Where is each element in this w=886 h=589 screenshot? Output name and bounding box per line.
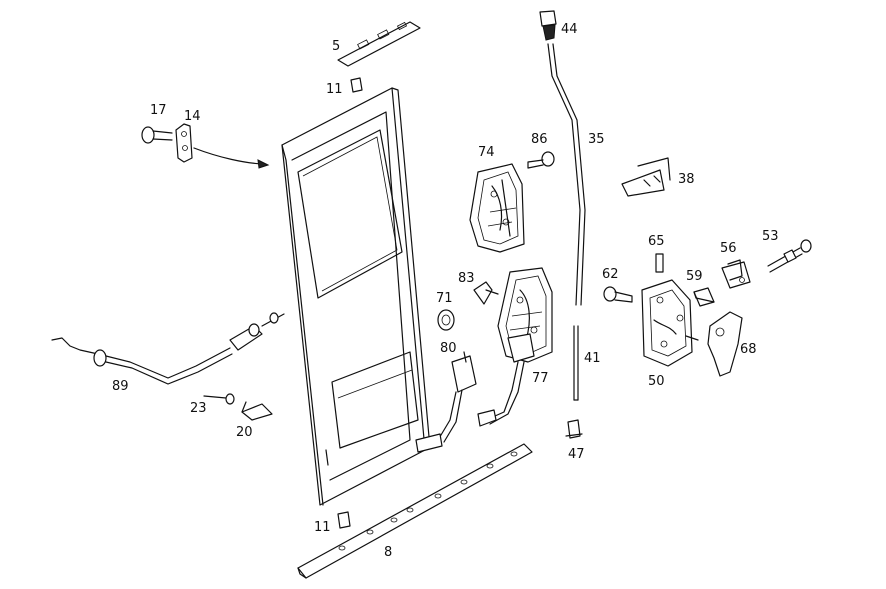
part-56-bracket xyxy=(721,259,751,289)
part-23-pin xyxy=(203,393,235,405)
callout-14: 14 xyxy=(184,109,201,124)
callout-74: 74 xyxy=(478,145,495,160)
part-8-strip xyxy=(297,443,533,579)
callout-20: 20 xyxy=(236,425,253,440)
door-panel xyxy=(281,87,431,506)
callout-50: 50 xyxy=(648,374,665,389)
callout-41: 41 xyxy=(584,351,601,366)
part-20-bracket xyxy=(241,401,273,421)
part-5-plate xyxy=(337,21,421,67)
part-68-latch xyxy=(707,311,743,377)
part-74-upper-lock xyxy=(469,163,525,253)
part-17-bolt xyxy=(141,126,173,144)
part-89-cable xyxy=(51,312,285,385)
callout-23: 23 xyxy=(190,401,207,416)
part-14-bracket xyxy=(175,123,193,163)
callout-62: 62 xyxy=(602,267,619,282)
part-65-pin xyxy=(655,253,664,273)
part-62-screw xyxy=(603,286,633,303)
callout-68: 68 xyxy=(740,342,757,357)
callout-59: 59 xyxy=(686,269,703,284)
callout-89: 89 xyxy=(112,379,129,394)
part-38-bracket xyxy=(621,157,671,197)
callout-11-top: 11 xyxy=(326,82,343,97)
callout-71: 71 xyxy=(436,291,453,306)
callout-86: 86 xyxy=(531,132,548,147)
callout-65: 65 xyxy=(648,234,665,249)
part-50-lock-body xyxy=(641,279,699,367)
callout-47: 47 xyxy=(568,447,585,462)
part-41-rod xyxy=(573,325,579,401)
part-47-clip xyxy=(565,419,583,439)
callout-35: 35 xyxy=(588,132,605,147)
part-86-screw xyxy=(527,151,555,169)
part-83-clip xyxy=(473,281,499,305)
assembly-arrow xyxy=(193,147,270,169)
part-35-rod xyxy=(547,43,586,306)
callout-56: 56 xyxy=(720,241,737,256)
part-53-bolt xyxy=(767,239,812,273)
callout-8: 8 xyxy=(384,545,392,560)
callout-5: 5 xyxy=(332,39,340,54)
callout-80: 80 xyxy=(440,341,457,356)
part-11-bottom-clip xyxy=(337,511,351,529)
callout-38: 38 xyxy=(678,172,695,187)
callout-77: 77 xyxy=(532,371,549,386)
callout-83: 83 xyxy=(458,271,475,286)
part-44-lock-knob xyxy=(539,10,557,41)
callout-11-bottom: 11 xyxy=(314,520,331,535)
callout-53: 53 xyxy=(762,229,779,244)
part-77-lower-lock xyxy=(477,267,553,427)
part-80-actuator xyxy=(415,351,477,453)
part-11-top-clip xyxy=(350,77,363,93)
callout-17: 17 xyxy=(150,103,167,118)
part-59-block xyxy=(693,287,715,307)
part-71-grommet xyxy=(437,309,455,331)
callout-44: 44 xyxy=(561,22,578,37)
